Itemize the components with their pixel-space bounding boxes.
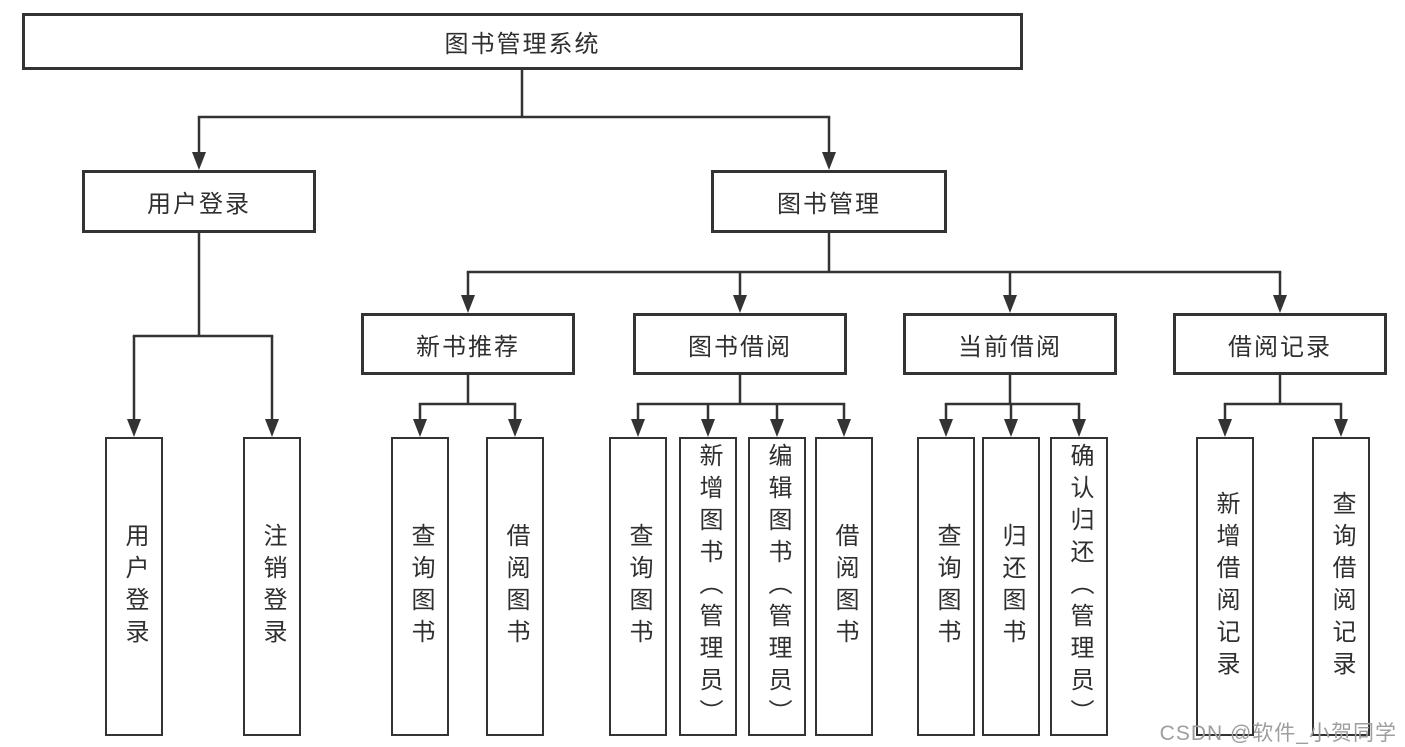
leaf-add-borrow-record-label: 新增借阅记录 [1212, 490, 1239, 683]
node-new-book-recommend: 新书推荐 [361, 313, 575, 375]
leaf-query-books-recommend: 查询图书 [391, 437, 449, 736]
leaf-query-books-current-label: 查询图书 [933, 522, 960, 651]
leaf-query-books-borrow: 查询图书 [609, 437, 667, 736]
leaf-logout-label: 注销登录 [259, 522, 286, 651]
node-new-book-recommend-label: 新书推荐 [416, 333, 520, 361]
leaf-confirm-return-admin: 确认归还（管理员） [1050, 437, 1108, 736]
leaf-borrow-books-recommend-label: 借阅图书 [502, 522, 529, 651]
node-user-login: 用户登录 [82, 170, 316, 233]
node-book-management-label: 图书管理 [777, 191, 881, 218]
node-book-management: 图书管理 [711, 170, 947, 233]
leaf-query-books-borrow-label: 查询图书 [625, 522, 652, 651]
leaf-user-login: 用户登录 [105, 437, 163, 736]
leaf-confirm-return-admin-label: 确认归还（管理员） [1066, 442, 1093, 731]
leaf-query-borrow-record-label: 查询借阅记录 [1328, 490, 1355, 683]
leaf-query-borrow-record: 查询借阅记录 [1312, 437, 1370, 736]
leaf-logout: 注销登录 [243, 437, 301, 736]
leaf-add-book-admin-label: 新增图书（管理员） [695, 442, 722, 731]
node-current-borrow: 当前借阅 [903, 313, 1117, 375]
node-library-system: 图书管理系统 [22, 13, 1023, 70]
node-borrow-records: 借阅记录 [1173, 313, 1387, 375]
leaf-borrow-books-recommend: 借阅图书 [486, 437, 544, 736]
leaf-borrow-books-label: 借阅图书 [831, 522, 858, 651]
leaf-query-books-recommend-label: 查询图书 [407, 522, 434, 651]
leaf-return-books: 归还图书 [982, 437, 1040, 736]
csdn-watermark: CSDN @软件_小贺同学 [1159, 722, 1397, 745]
node-library-system-label: 图书管理系统 [444, 31, 601, 58]
node-book-borrow: 图书借阅 [633, 313, 847, 375]
leaf-user-login-label: 用户登录 [121, 522, 148, 651]
node-user-login-label: 用户登录 [147, 191, 251, 218]
node-borrow-records-label: 借阅记录 [1228, 333, 1332, 361]
leaf-edit-book-admin: 编辑图书（管理员） [748, 437, 806, 736]
node-book-borrow-label: 图书借阅 [688, 333, 792, 361]
leaf-edit-book-admin-label: 编辑图书（管理员） [764, 442, 791, 731]
leaf-borrow-books: 借阅图书 [815, 437, 873, 736]
leaf-add-book-admin: 新增图书（管理员） [679, 437, 737, 736]
leaf-return-books-label: 归还图书 [998, 522, 1025, 651]
leaf-query-books-current: 查询图书 [917, 437, 975, 736]
leaf-add-borrow-record: 新增借阅记录 [1196, 437, 1254, 736]
node-current-borrow-label: 当前借阅 [958, 333, 1062, 361]
